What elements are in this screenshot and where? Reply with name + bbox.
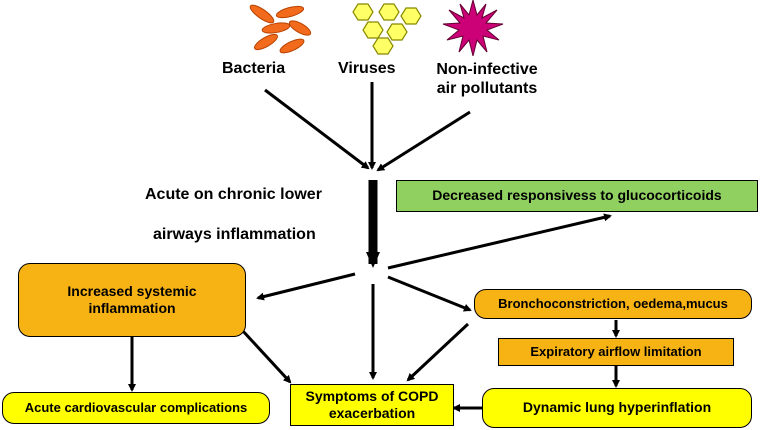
arrow-systemic-to-symptoms — [240, 328, 292, 384]
box-cardiovascular: Acute cardiovascular complications — [2, 392, 270, 424]
bacteria-icon — [249, 4, 312, 54]
label-pollutants-line1: Non-infective — [436, 61, 538, 78]
arrow-pollutants — [376, 110, 471, 172]
box-systemic-inflammation: Increased systemic inflammation — [18, 263, 246, 337]
pollutant-icon — [442, 0, 504, 56]
box-expiratory-limitation: Expiratory airflow limitation — [498, 338, 734, 366]
box-lung-hyperinflation: Dynamic lung hyperinflation — [482, 388, 752, 428]
box-bronchoconstriction: Bronchoconstriction, oedema,mucus — [474, 289, 752, 319]
arrow-broncho-to-symptoms — [406, 322, 470, 382]
box-symptoms-line2: exacerbation — [328, 405, 416, 421]
label-central-line1: Acute on chronic lower — [145, 186, 322, 203]
virus-icon — [352, 3, 422, 55]
box-systemic-line2: inflammation — [88, 300, 176, 316]
box-glucocorticoids: Decreased responsivess to glucocorticoid… — [396, 180, 758, 212]
label-pollutants: Non-infective air pollutants — [428, 60, 546, 98]
arrow-bacteria — [264, 88, 370, 170]
box-systemic-line1: Increased systemic — [67, 282, 197, 299]
box-copd-symptoms: Symptoms of COPD exacerbation — [290, 384, 454, 426]
arrow-to-systemic — [256, 272, 356, 301]
label-pollutants-line2: air pollutants — [436, 80, 538, 97]
arrow-to-glucocorticoids — [387, 213, 612, 270]
label-central-line2: airways inflammation — [153, 226, 316, 243]
box-symptoms-line1: Symptoms of COPD — [305, 388, 439, 405]
label-viruses: Viruses — [338, 60, 396, 77]
label-bacteria: Bacteria — [222, 60, 286, 77]
arrow-to-bronchoconstriction — [387, 275, 472, 312]
